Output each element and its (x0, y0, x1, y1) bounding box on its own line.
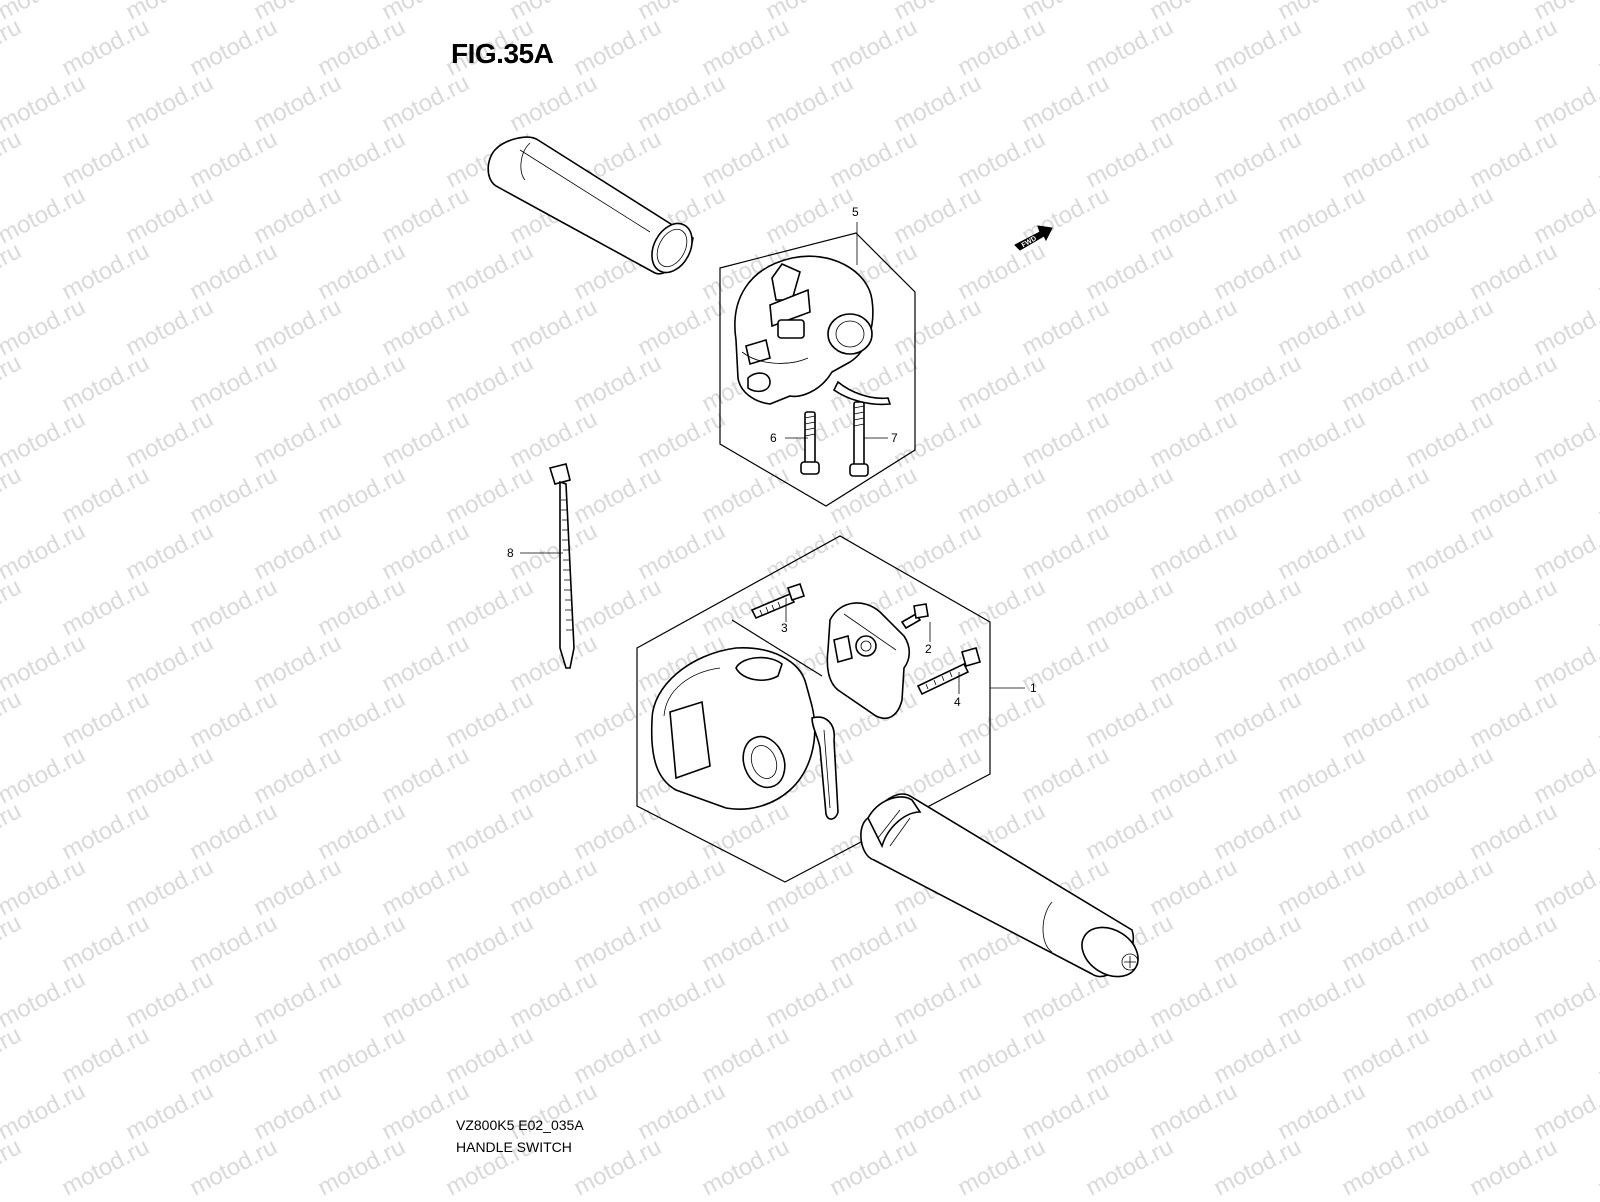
assembly-frame-upper (719, 232, 916, 507)
cable-tie (548, 463, 575, 669)
figure-code: VZ800K5 E02_035A (456, 1117, 584, 1133)
assembly-frame-lower (636, 535, 991, 883)
handle-grip-upper (487, 136, 694, 275)
figure-title: FIG.35A (451, 38, 554, 69)
switch-base-plate (826, 602, 911, 720)
frame-inner-edge (731, 619, 823, 677)
fwd-label: FWD (1021, 235, 1038, 249)
callout-5: 5 (852, 205, 859, 219)
callout-6: 6 (770, 431, 777, 445)
screw-4 (916, 647, 981, 696)
screw-2 (900, 603, 929, 630)
callout-8: 8 (507, 546, 514, 560)
callout-3: 3 (781, 621, 788, 635)
callout-7: 7 (891, 431, 898, 445)
screw-3 (750, 582, 806, 620)
handle-switch-left-housing (650, 647, 839, 820)
screw-6 (800, 411, 820, 475)
handle-grip-lower (860, 793, 1139, 978)
callout-1: 1 (1030, 681, 1037, 695)
callout-4: 4 (954, 695, 961, 709)
figure-name: HANDLE SWITCH (456, 1139, 572, 1155)
screw-7 (849, 401, 869, 477)
callout-2: 2 (925, 642, 932, 656)
forward-direction-arrow: FWD (1014, 225, 1053, 251)
handle-switch-right-housing (734, 255, 892, 406)
